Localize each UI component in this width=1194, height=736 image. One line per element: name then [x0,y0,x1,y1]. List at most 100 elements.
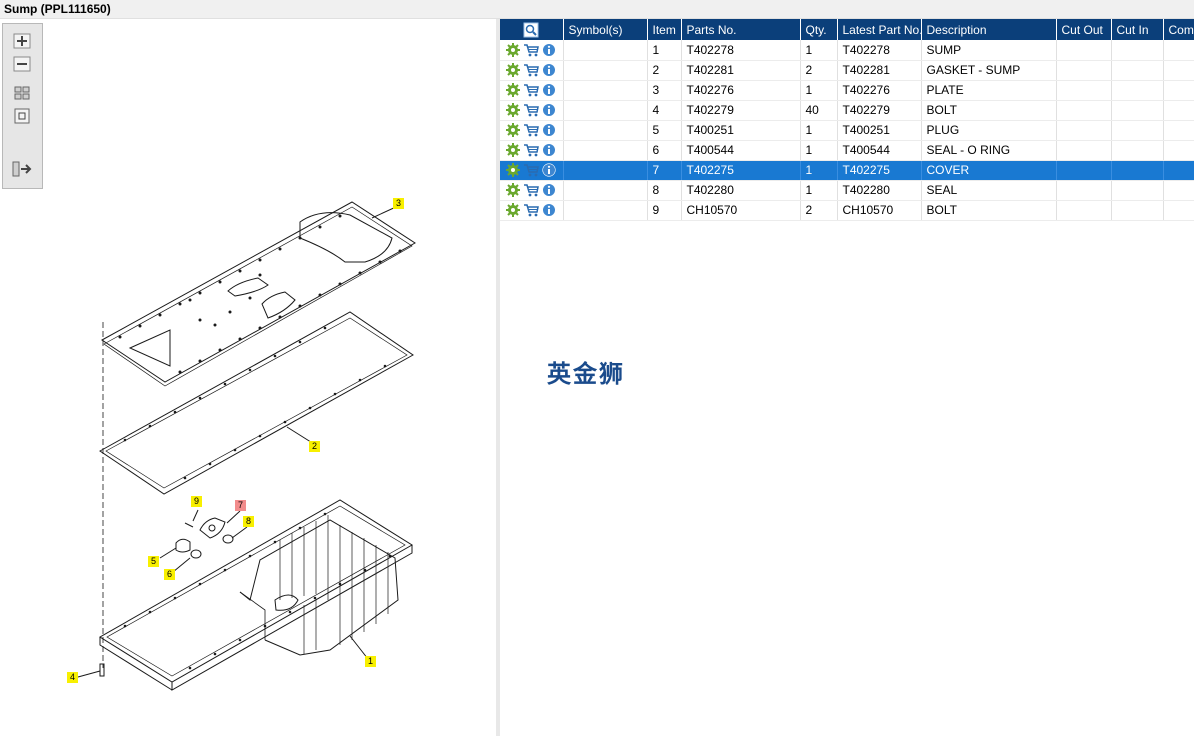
cell-comment [1163,120,1194,141]
cart-icon[interactable] [523,182,539,198]
cart-icon[interactable] [523,62,539,78]
cell-comment [1163,60,1194,81]
cell-comment [1163,160,1194,181]
callout-6[interactable]: 6 [164,569,175,580]
cell-qty: 1 [800,40,838,61]
callout-8[interactable]: 8 [243,516,254,527]
column-header-description[interactable]: Description [921,19,1057,40]
zoom-out-icon[interactable] [12,55,32,73]
callout-9[interactable]: 9 [191,496,202,507]
cart-icon[interactable] [523,142,539,158]
column-header-find[interactable] [500,19,564,40]
cell-latest-part-no: T402278 [837,40,922,61]
toggle-panel-icon[interactable] [12,160,32,178]
info-icon[interactable] [541,102,557,118]
gear-icon[interactable] [505,182,521,198]
watermark-logo: 英金狮 [547,360,625,388]
info-icon[interactable] [541,202,557,218]
callout-7[interactable]: 7 [235,500,246,511]
cell-symbols [563,180,648,201]
exploded-diagram [77,201,416,691]
cell-symbols [563,160,648,181]
cell-cut-out [1056,40,1112,61]
info-icon[interactable] [541,82,557,98]
callout-4[interactable]: 4 [67,672,78,683]
cell-symbols [563,100,648,121]
column-header-latest-part-no[interactable]: Latest Part No. [837,19,923,40]
cell-symbols [563,200,648,221]
row-actions [500,140,564,161]
cell-comment [1163,140,1194,161]
actual-size-icon[interactable] [12,107,32,125]
cell-description: PLATE [921,80,1057,101]
column-header-item[interactable]: Item [647,19,682,40]
cell-cut-out [1056,120,1112,141]
column-header-symbols[interactable]: Symbol(s) [563,19,648,40]
info-icon[interactable] [541,182,557,198]
diagram-toolbar [2,23,43,189]
info-icon[interactable] [541,122,557,138]
callout-1[interactable]: 1 [365,656,376,667]
row-actions [500,100,564,121]
cell-cut-out [1056,160,1112,181]
column-header-parts-no[interactable]: Parts No. [681,19,801,40]
info-icon[interactable] [541,62,557,78]
find-icon[interactable] [523,22,539,38]
drawing-pane[interactable]: 3 2 9 7 8 5 6 1 4 [0,19,496,736]
column-header-cut-out[interactable]: Cut Out [1056,19,1112,40]
cell-comment [1163,100,1194,121]
cell-latest-part-no: CH10570 [837,200,922,221]
zoom-in-icon[interactable] [12,32,32,50]
cell-cut-out [1056,140,1112,161]
cell-latest-part-no: T402279 [837,100,922,121]
cart-icon[interactable] [523,202,539,218]
gear-icon[interactable] [505,142,521,158]
cell-item: 5 [647,120,682,141]
fit-all-icon[interactable] [12,84,32,102]
cell-qty: 1 [800,120,838,141]
column-header-qty[interactable]: Qty. [800,19,838,40]
gear-icon[interactable] [505,102,521,118]
cart-icon[interactable] [523,82,539,98]
window-titlebar: Sump (PPL111650) [0,0,1194,19]
gear-icon[interactable] [505,42,521,58]
info-icon[interactable] [541,42,557,58]
cart-icon[interactable] [523,162,539,178]
callout-5[interactable]: 5 [148,556,159,567]
pane-splitter[interactable] [496,19,500,736]
callout-3[interactable]: 3 [393,198,404,209]
cell-parts-no: T402280 [681,180,801,201]
callout-2[interactable]: 2 [309,441,320,452]
cart-icon[interactable] [523,42,539,58]
cell-qty: 2 [800,200,838,221]
cart-icon[interactable] [523,122,539,138]
info-icon[interactable] [541,162,557,178]
row-actions [500,40,564,61]
cell-parts-no: T400544 [681,140,801,161]
gear-icon[interactable] [505,202,521,218]
gear-icon[interactable] [505,162,521,178]
gear-icon[interactable] [505,62,521,78]
cell-latest-part-no: T400544 [837,140,922,161]
info-icon[interactable] [541,142,557,158]
row-actions [500,120,564,141]
cell-parts-no: T402275 [681,160,801,181]
column-header-comment[interactable]: Comment [1163,19,1194,40]
cell-qty: 1 [800,140,838,161]
gear-icon[interactable] [505,122,521,138]
gear-icon[interactable] [505,82,521,98]
row-actions [500,200,564,221]
column-header-cut-in[interactable]: Cut In [1111,19,1164,40]
cell-cut-in [1111,80,1164,101]
cell-cut-in [1111,40,1164,61]
cart-icon[interactable] [523,102,539,118]
